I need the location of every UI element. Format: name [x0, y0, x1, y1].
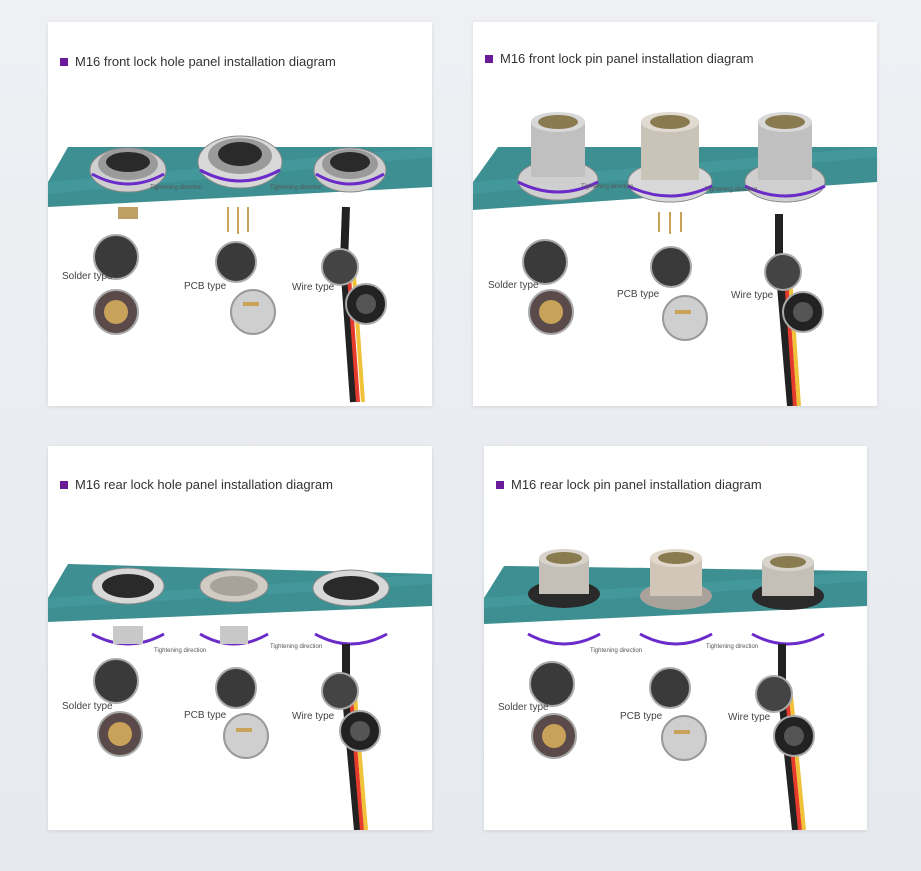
tightening-direction-label: Tightening direction: [270, 185, 322, 191]
pcb-type-label: PCB type: [184, 281, 226, 292]
tightening-direction-label: Tightening direction: [581, 184, 633, 190]
connector-pcb: [628, 112, 712, 234]
tightening-direction-label: Tightening direction: [590, 648, 642, 654]
connector-pcb: [640, 549, 712, 644]
tightening-direction-label: Tightening direction: [706, 644, 758, 650]
rear-view-solder: [94, 235, 138, 334]
panel-rear-lock-pin: M16 rear lock pin panel installation dia…: [484, 446, 867, 830]
solder-type-label: Solder type: [62, 701, 113, 712]
tightening-direction-label: Tightening direction: [270, 644, 322, 650]
connector-solder: [90, 148, 166, 219]
pcb-type-label: PCB type: [620, 711, 662, 722]
wire-type-label: Wire type: [728, 712, 770, 723]
solder-type-label: Solder type: [488, 280, 539, 291]
installation-illustration: [48, 22, 432, 406]
rear-view-wire: [765, 254, 823, 332]
panel-rear-lock-hole: M16 rear lock hole panel installation di…: [48, 446, 432, 830]
installation-illustration: [484, 446, 867, 830]
solder-type-label: Solder type: [498, 702, 549, 713]
pcb-type-label: PCB type: [617, 289, 659, 300]
solder-type-label: Solder type: [62, 271, 113, 282]
wire-type-label: Wire type: [731, 290, 773, 301]
connector-solder: [528, 549, 600, 644]
tightening-direction-label: Tightening direction: [705, 187, 757, 193]
wire-type-label: Wire type: [292, 711, 334, 722]
panel-front-lock-hole: M16 front lock hole panel installation d…: [48, 22, 432, 406]
panel-front-lock-pin: M16 front lock pin panel installation di…: [473, 22, 877, 406]
installation-illustration: [473, 22, 877, 406]
rear-view-pcb: [651, 247, 707, 340]
installation-illustration: [48, 446, 432, 830]
pcb-type-label: PCB type: [184, 710, 226, 721]
tightening-direction-label: Tightening direction: [154, 648, 206, 654]
tightening-direction-label: Tightening direction: [150, 185, 202, 191]
wire-type-label: Wire type: [292, 282, 334, 293]
